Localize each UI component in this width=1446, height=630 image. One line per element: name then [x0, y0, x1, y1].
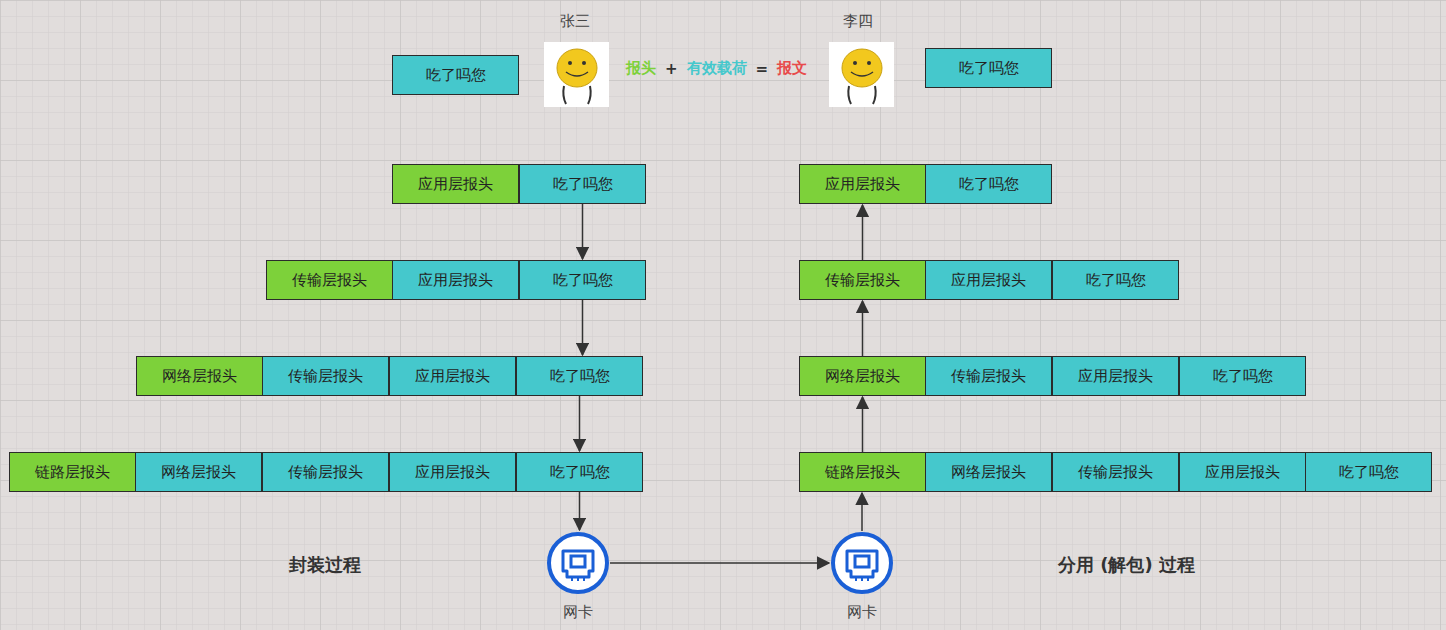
- network-card: 网卡: [830, 531, 894, 595]
- payload-box: 吃了吗您: [516, 452, 643, 492]
- network-card-icon: [546, 531, 610, 595]
- payload-box: 网络层报头: [135, 452, 262, 492]
- avatar-zhangsan: [544, 42, 609, 107]
- flow-arrow: [582, 204, 584, 259]
- box-text: 网络层报头: [162, 367, 237, 386]
- box-text: 吃了吗您: [1339, 463, 1399, 482]
- header-box: 链路层报头: [799, 452, 926, 492]
- box-text: 吃了吗您: [1213, 367, 1273, 386]
- box-text: 传输层报头: [288, 463, 363, 482]
- box-text: 吃了吗您: [553, 271, 613, 290]
- box-text: 应用层报头: [951, 271, 1026, 290]
- network-card-icon: [830, 531, 894, 595]
- payload-box: 应用层报头: [925, 260, 1052, 300]
- header-box: 应用层报头: [799, 164, 926, 204]
- header-box: 网络层报头: [799, 356, 926, 396]
- avatar-lisi: [829, 42, 894, 107]
- flow-arrow: [862, 301, 864, 356]
- network-card: 网卡: [546, 531, 610, 595]
- payload-box: 传输层报头: [1052, 452, 1179, 492]
- box-text: 应用层报头: [415, 463, 490, 482]
- box-text: 吃了吗您: [426, 66, 486, 85]
- box-text: 网络层报头: [951, 463, 1026, 482]
- flow-arrow: [861, 493, 863, 531]
- box-text: 吃了吗您: [959, 59, 1019, 78]
- box-text: 吃了吗您: [550, 367, 610, 386]
- equation-term: =: [756, 60, 769, 78]
- equation-term: 报头: [626, 59, 656, 78]
- equation-term: +: [665, 60, 678, 78]
- payload-box: 应用层报头: [1052, 356, 1179, 396]
- equation-term: 有效载荷: [687, 59, 747, 78]
- payload-box: 应用层报头: [389, 356, 516, 396]
- flow-arrow: [610, 562, 829, 564]
- header-box: 应用层报头: [392, 164, 519, 204]
- box-text: 链路层报头: [825, 463, 900, 482]
- box-text: 网卡: [847, 603, 877, 622]
- payload-box: 吃了吗您: [925, 164, 1052, 204]
- flow-arrow: [579, 396, 581, 451]
- header-box: 网络层报头: [136, 356, 263, 396]
- box-text: 应用层报头: [1205, 463, 1280, 482]
- box-text: 传输层报头: [825, 271, 900, 290]
- payload-box: 吃了吗您: [1179, 356, 1306, 396]
- box-text: 传输层报头: [292, 271, 367, 290]
- payload-box: 吃了吗您: [519, 164, 646, 204]
- box-text: 传输层报头: [1078, 463, 1153, 482]
- payload-box: 吃了吗您: [1305, 452, 1432, 492]
- flow-arrow: [582, 300, 584, 355]
- box-text: 吃了吗您: [550, 463, 610, 482]
- payload-box: 网络层报头: [925, 452, 1052, 492]
- flow-arrow: [862, 397, 864, 452]
- payload-box: 吃了吗您: [516, 356, 643, 396]
- equation-row: 报头 + 有效载荷 = 报文: [626, 59, 807, 78]
- payload-box: 传输层报头: [262, 356, 389, 396]
- flow-arrow: [579, 492, 581, 530]
- payload-box: 吃了吗您: [1052, 260, 1179, 300]
- header-box: 链路层报头: [9, 452, 136, 492]
- box-text: 传输层报头: [951, 367, 1026, 386]
- payload-box: 传输层报头: [925, 356, 1052, 396]
- process-title: 封装过程: [289, 553, 361, 577]
- person-name: 张三: [560, 12, 590, 31]
- box-text: 吃了吗您: [553, 175, 613, 194]
- box-text: 应用层报头: [415, 367, 490, 386]
- box-text: 链路层报头: [35, 463, 110, 482]
- box-text: 网络层报头: [161, 463, 236, 482]
- box-text: 应用层报头: [825, 175, 900, 194]
- box-text: 应用层报头: [1078, 367, 1153, 386]
- header-box: 传输层报头: [266, 260, 393, 300]
- box-text: 吃了吗您: [1086, 271, 1146, 290]
- box-text: 应用层报头: [418, 175, 493, 194]
- payload-box: 吃了吗您: [925, 48, 1052, 88]
- box-text: 应用层报头: [418, 271, 493, 290]
- payload-box: 传输层报头: [262, 452, 389, 492]
- payload-box: 应用层报头: [1179, 452, 1306, 492]
- box-text: 吃了吗您: [959, 175, 1019, 194]
- box-text: 网络层报头: [825, 367, 900, 386]
- process-title: 分用 (解包) 过程: [1058, 553, 1195, 577]
- header-box: 传输层报头: [799, 260, 926, 300]
- payload-box: 应用层报头: [389, 452, 516, 492]
- box-text: 传输层报头: [288, 367, 363, 386]
- flow-arrow: [862, 205, 864, 260]
- equation-term: 报文: [777, 59, 807, 78]
- person-name: 李四: [843, 12, 873, 31]
- payload-box: 吃了吗您: [519, 260, 646, 300]
- box-text: 网卡: [563, 603, 593, 622]
- payload-box: 应用层报头: [392, 260, 519, 300]
- payload-box: 吃了吗您: [392, 55, 519, 95]
